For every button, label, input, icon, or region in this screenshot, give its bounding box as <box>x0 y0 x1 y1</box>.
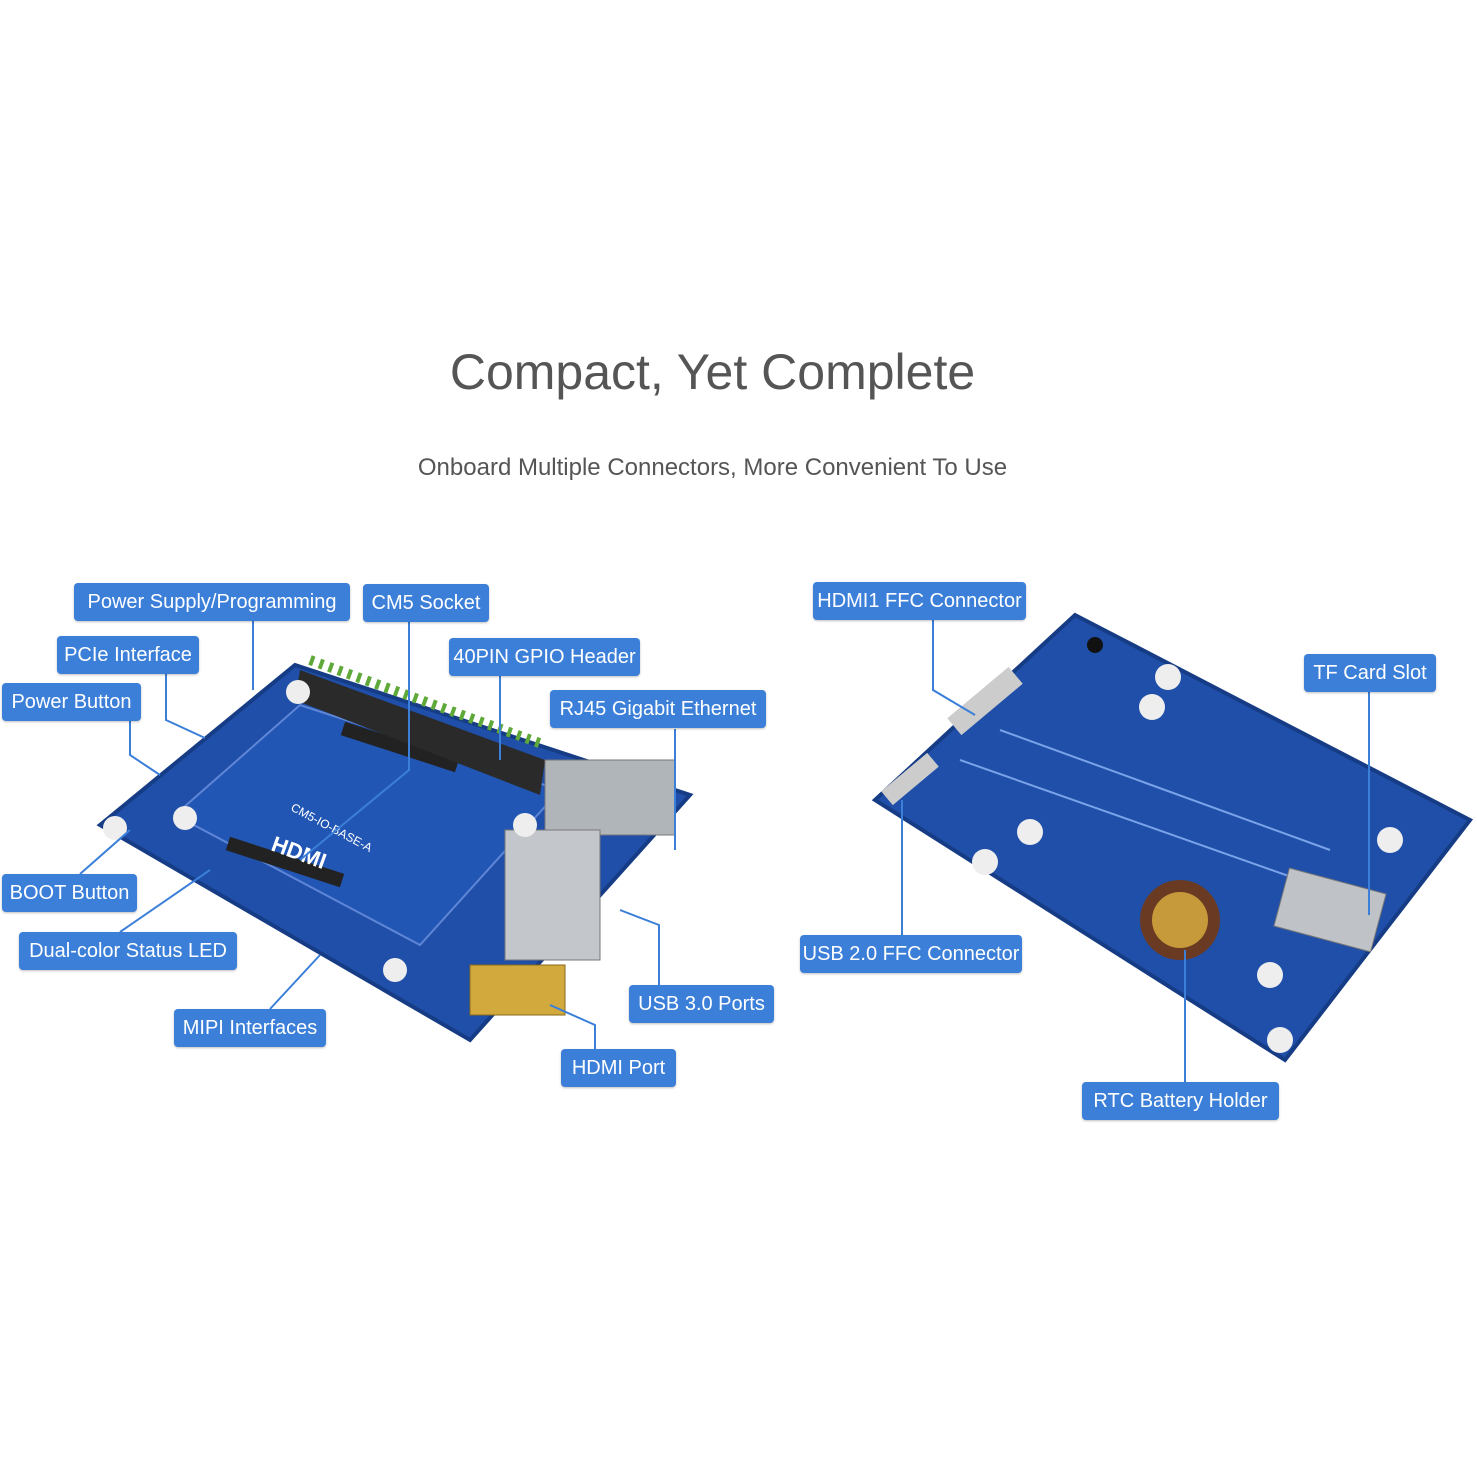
label-power-button: Power Button <box>2 683 141 721</box>
label-hdmi-port: HDMI Port <box>561 1049 676 1087</box>
label-hdmi1-ffc: HDMI1 FFC Connector <box>813 582 1026 620</box>
label-gpio-header: 40PIN GPIO Header <box>449 638 640 676</box>
label-mipi-interfaces: MIPI Interfaces <box>174 1009 326 1047</box>
back-board-image <box>871 612 1474 1063</box>
front-board-image: HDMI CM5-IO-BASE-A <box>96 655 694 1043</box>
label-tf-card-slot: TF Card Slot <box>1304 654 1436 692</box>
label-usb3-ports: USB 3.0 Ports <box>629 985 774 1023</box>
label-pcie-interface: PCIe Interface <box>57 636 199 674</box>
label-usb2-ffc: USB 2.0 FFC Connector <box>800 935 1022 973</box>
page-subtitle: Onboard Multiple Connectors, More Conven… <box>417 454 1008 481</box>
gpio-header-pins <box>295 655 547 795</box>
label-boot-button: BOOT Button <box>2 874 137 912</box>
leader-lines <box>79 620 1370 1082</box>
page-title: Compact, Yet Complete <box>449 344 976 400</box>
label-cm5-socket: CM5 Socket <box>363 584 489 622</box>
label-rj45-ethernet: RJ45 Gigabit Ethernet <box>550 690 766 728</box>
label-rtc-battery: RTC Battery Holder <box>1082 1082 1279 1120</box>
label-power-supply-programming: Power Supply/Programming <box>74 583 350 621</box>
label-status-led: Dual-color Status LED <box>19 932 237 970</box>
